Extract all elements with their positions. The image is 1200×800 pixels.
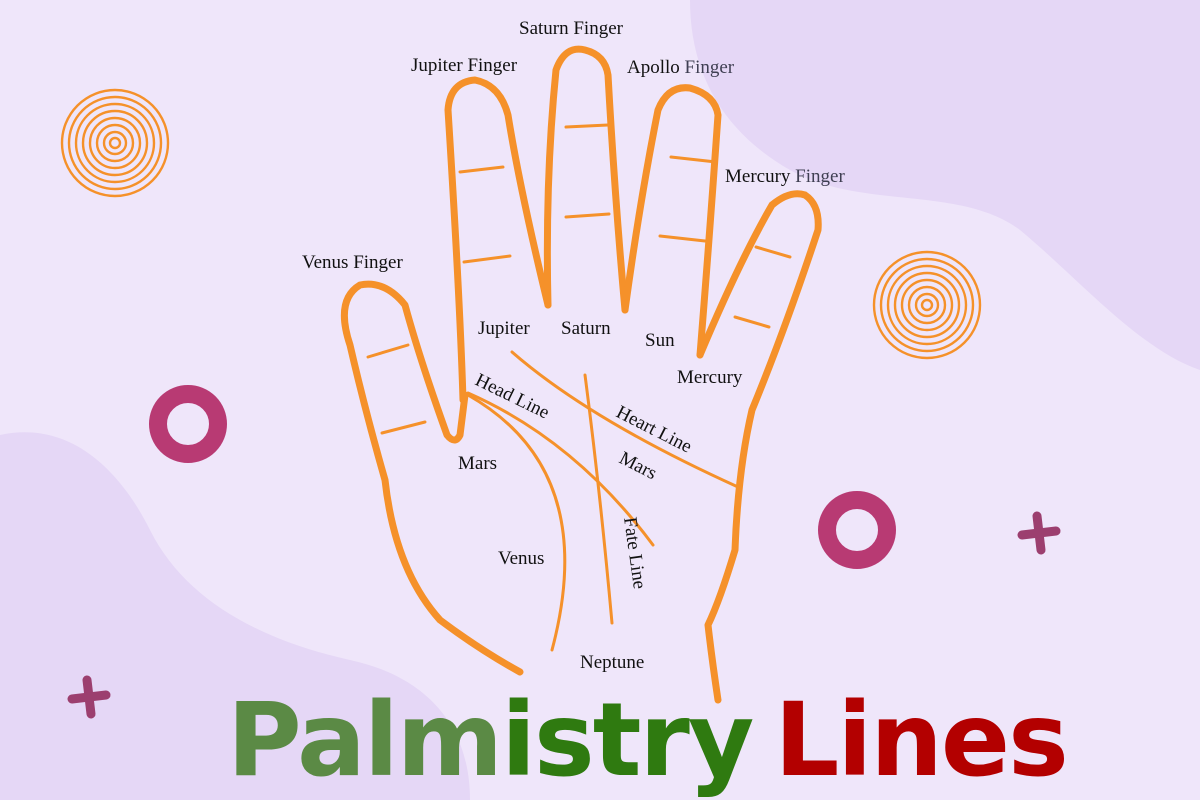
title-part-istry: istry xyxy=(501,681,753,800)
heart-line xyxy=(510,350,740,489)
apollo-finger-outline xyxy=(621,84,722,359)
title-part-lines: Lines xyxy=(774,681,1066,800)
label-venus-finger: Venus Finger xyxy=(302,252,403,273)
background-blob-bottom-left xyxy=(0,432,470,800)
label-apollo: Apollo xyxy=(627,57,685,78)
cross-decoration-left xyxy=(67,675,111,719)
label-saturn-finger: Saturn Finger xyxy=(519,18,624,39)
label-jupiter-mount: Jupiter xyxy=(478,318,530,339)
palm-lines xyxy=(466,350,740,652)
label-mercury-finger-word: Finger xyxy=(795,166,845,187)
label-mercury-finger: Mercury Finger xyxy=(725,166,845,187)
cross-decoration-right xyxy=(1017,511,1061,555)
background-blob-top-right xyxy=(690,0,1200,370)
jupiter-finger-outline xyxy=(444,76,552,404)
hand-outline xyxy=(340,45,822,704)
life-line xyxy=(466,393,567,652)
label-saturn-mount: Saturn xyxy=(561,318,611,339)
title-part-palm: Palm xyxy=(227,681,501,800)
head-line xyxy=(466,391,655,547)
mercury-finger-outline xyxy=(696,190,822,704)
label-mars-right: Mars xyxy=(616,448,660,484)
label-mercury-word: Mercury xyxy=(725,166,795,187)
ring-decoration-right xyxy=(818,491,896,569)
label-apollo-finger: Apollo Finger xyxy=(627,57,735,78)
label-jupiter-finger: Jupiter Finger xyxy=(411,55,518,76)
ring-decoration-left xyxy=(149,385,227,463)
finger-creases xyxy=(366,123,792,435)
spiral-decoration-left xyxy=(60,88,170,198)
saturn-finger-outline xyxy=(543,45,629,314)
spiral-decoration-right xyxy=(872,250,982,360)
fate-line xyxy=(583,373,614,625)
label-sun-mount: Sun xyxy=(645,330,675,351)
label-apollo-finger-word: Finger xyxy=(685,57,735,78)
label-neptune-mount: Neptune xyxy=(580,652,644,673)
thumb-finger-outline xyxy=(340,280,524,676)
label-mercury-mount: Mercury xyxy=(677,367,743,388)
label-fate-line: Fate Line xyxy=(619,516,650,591)
label-venus-mount: Venus xyxy=(498,548,544,569)
label-mars-left: Mars xyxy=(458,453,497,474)
